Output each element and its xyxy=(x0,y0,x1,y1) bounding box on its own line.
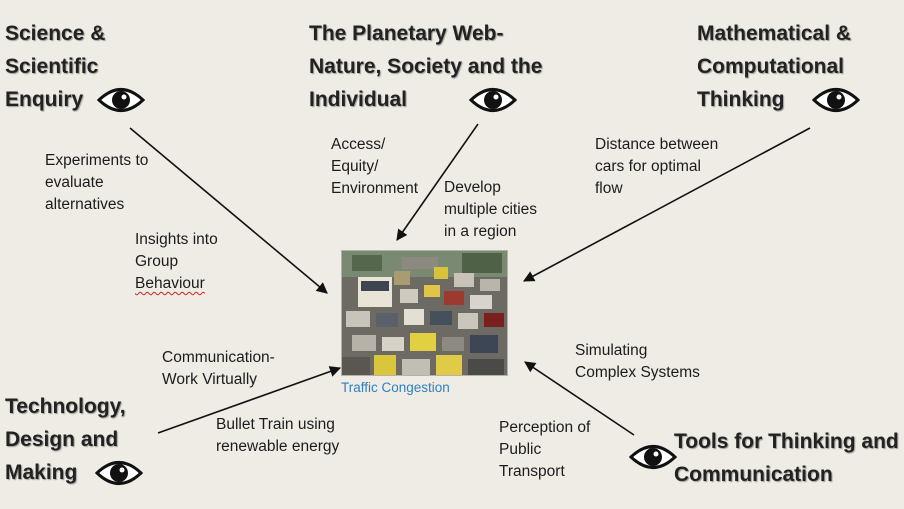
simulating-line-2: Complex Systems xyxy=(575,364,700,381)
science-line-3: Enquiry xyxy=(5,88,84,111)
planetary-line-1: The Planetary Web- xyxy=(309,22,504,45)
maths-line-3: Thinking xyxy=(697,88,785,111)
label-access: Access/ Equity/ Environment xyxy=(331,134,418,200)
technology-line-1: Technology, xyxy=(5,395,126,418)
eye-icon xyxy=(629,441,677,473)
label-insights: Insights into Group Behaviour xyxy=(135,229,218,295)
technology-line-3: Making xyxy=(5,461,78,484)
label-communication: Communication- Work Virtually xyxy=(162,347,275,391)
maths-line-1: Mathematical & xyxy=(697,22,852,45)
distance-line-2: cars for optimal xyxy=(595,158,701,175)
eye-icon xyxy=(812,84,861,116)
bullet-line-2: renewable energy xyxy=(216,438,340,455)
communication-line-1: Communication- xyxy=(162,349,275,366)
perception-line-2: Public xyxy=(499,441,542,458)
arrow-technology xyxy=(157,366,342,434)
arrow-planetary xyxy=(396,123,479,241)
label-develop: Develop multiple cities in a region xyxy=(444,177,537,243)
insights-line-3: Behaviour xyxy=(135,275,205,292)
access-line-3: Environment xyxy=(331,180,419,197)
label-bullet-train: Bullet Train using renewable energy xyxy=(216,414,339,458)
access-line-2: Equity/ xyxy=(331,158,379,175)
develop-line-1: Develop xyxy=(444,179,501,196)
bullet-line-1: Bullet Train using xyxy=(216,416,335,433)
simulating-line-1: Simulating xyxy=(575,342,648,359)
distance-line-1: Distance between xyxy=(595,136,719,153)
perception-line-3: Transport xyxy=(499,463,565,480)
science-line-1: Science & xyxy=(5,22,106,45)
arrow-science xyxy=(129,127,328,294)
discipline-tools: Tools for Thinking and Communication xyxy=(674,425,899,491)
discipline-maths: Mathematical & Computational Thinking xyxy=(697,17,861,116)
label-experiments: Experiments to evaluate alternatives xyxy=(45,150,148,216)
experiments-line-2: evaluate xyxy=(45,174,104,191)
eye-icon xyxy=(95,457,144,489)
label-distance: Distance between cars for optimal flow xyxy=(595,134,718,200)
develop-line-2: multiple cities xyxy=(444,201,538,218)
discipline-technology: Technology, Design and Making xyxy=(5,390,144,489)
tools-line-1: Tools for Thinking and xyxy=(674,430,899,453)
communication-line-2: Work Virtually xyxy=(162,371,258,388)
develop-line-3: in a region xyxy=(444,223,517,240)
arrow-maths xyxy=(523,127,811,282)
access-line-1: Access/ xyxy=(331,136,386,153)
discipline-planetary: The Planetary Web- Nature, Society and t… xyxy=(309,17,542,116)
distance-line-3: flow xyxy=(595,180,623,197)
traffic-photo xyxy=(341,250,508,376)
perception-line-1: Perception of xyxy=(499,419,591,436)
planetary-line-3: Individual xyxy=(309,88,408,111)
planetary-line-2: Nature, Society and the xyxy=(309,55,543,78)
science-line-2: Scientific xyxy=(5,55,99,78)
insights-line-2: Group xyxy=(135,253,179,270)
maths-line-2: Computational xyxy=(697,55,844,78)
tools-line-2: Communication xyxy=(674,463,833,486)
experiments-line-3: alternatives xyxy=(45,196,125,213)
discipline-science: Science & Scientific Enquiry xyxy=(5,17,146,116)
arrow-tools xyxy=(524,361,635,436)
experiments-line-1: Experiments to xyxy=(45,152,149,169)
eye-icon xyxy=(97,84,146,116)
eye-icon xyxy=(468,84,517,116)
technology-line-2: Design and xyxy=(5,428,119,451)
centre-caption: Traffic Congestion xyxy=(341,380,450,395)
label-simulating: Simulating Complex Systems xyxy=(575,340,700,384)
insights-line-1: Insights into xyxy=(135,231,218,248)
label-perception: Perception of Public Transport xyxy=(499,417,590,483)
